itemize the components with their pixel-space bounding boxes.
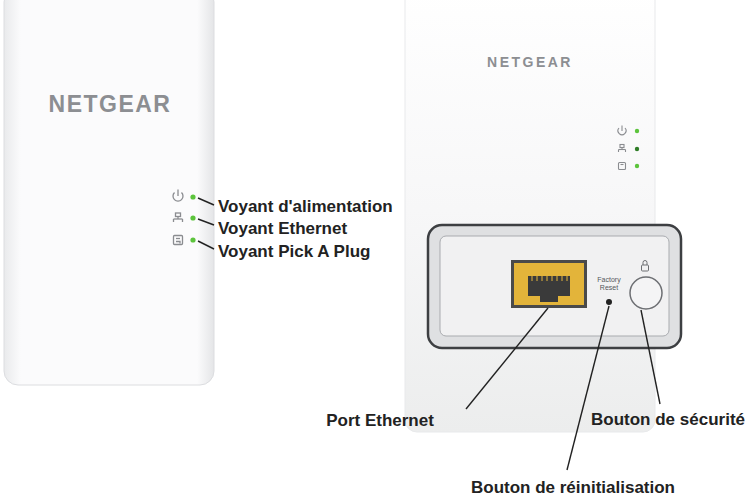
bottom-panel bbox=[428, 225, 681, 348]
pick-a-plug-icon bbox=[619, 163, 626, 170]
security-button bbox=[630, 277, 662, 309]
pick-a-plug-icon bbox=[174, 236, 183, 245]
adapter-body bbox=[405, 0, 655, 432]
ethernet-port bbox=[514, 263, 584, 305]
callout-label: Voyant d'alimentation bbox=[218, 197, 393, 217]
power-icon bbox=[618, 126, 626, 135]
ethernet-icon bbox=[619, 145, 626, 153]
callout-label: Voyant Ethernet bbox=[218, 219, 347, 239]
leader-line bbox=[198, 198, 214, 249]
power-icon bbox=[173, 190, 183, 202]
leader-line bbox=[466, 306, 660, 470]
led-dot bbox=[190, 215, 195, 220]
ethernet-port-socket bbox=[540, 296, 558, 302]
brand-logo: NETGEAR bbox=[487, 54, 573, 70]
callout-label: Port Ethernet bbox=[326, 411, 434, 431]
ethernet-port-socket bbox=[528, 276, 570, 296]
panel-recess bbox=[440, 236, 669, 336]
port-marking: Factory Reset bbox=[594, 276, 624, 292]
callout-label: Voyant Pick A Plug bbox=[218, 242, 370, 262]
led-dot bbox=[635, 129, 639, 133]
ethernet-icon bbox=[174, 213, 183, 222]
callout-label: Bouton de sécurité bbox=[591, 410, 745, 430]
left-adapter bbox=[4, 0, 214, 385]
callout-label: Bouton de réinitialisation bbox=[471, 478, 675, 498]
brand-logo: NETGEAR bbox=[49, 91, 172, 117]
led-dot bbox=[635, 147, 639, 151]
ethernet-port-frame bbox=[511, 260, 587, 308]
led-dot bbox=[190, 194, 195, 199]
right-adapter bbox=[405, 0, 681, 470]
reset-hole bbox=[606, 299, 612, 305]
led-dot bbox=[635, 164, 639, 168]
led-dot bbox=[190, 237, 195, 242]
lock-icon bbox=[642, 261, 649, 272]
ethernet-port-pins bbox=[532, 276, 567, 281]
adapter-body bbox=[4, 0, 214, 385]
